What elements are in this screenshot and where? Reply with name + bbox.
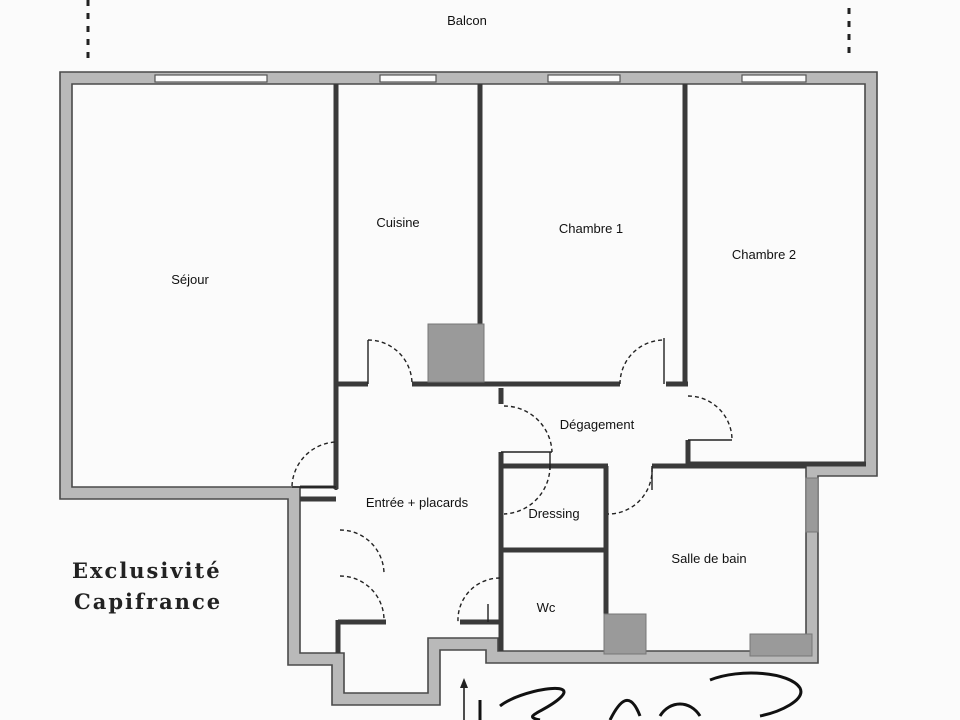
label-entree: Entrée + placards bbox=[366, 495, 469, 510]
bathroom-fixture bbox=[603, 613, 647, 655]
label-degagement: Dégagement bbox=[560, 417, 635, 432]
label-chambre1: Chambre 1 bbox=[559, 221, 623, 236]
door-chambre2 bbox=[687, 395, 733, 441]
entrance-arrow-icon bbox=[460, 678, 468, 720]
door-chambre1 bbox=[619, 339, 665, 385]
window bbox=[154, 74, 268, 83]
window bbox=[379, 74, 437, 83]
side-post bbox=[805, 477, 819, 533]
door-salle-de-bain bbox=[607, 467, 653, 515]
window bbox=[547, 74, 621, 83]
door-dressing bbox=[503, 465, 551, 515]
window bbox=[741, 74, 807, 83]
promo-line-1: Exclusivité bbox=[72, 558, 222, 583]
label-dressing: Dressing bbox=[528, 506, 579, 521]
promo-line-2: Capifrance bbox=[74, 589, 222, 614]
label-wc: Wc bbox=[537, 600, 556, 615]
kitchen-duct bbox=[427, 323, 485, 383]
label-sejour: Séjour bbox=[171, 272, 209, 287]
door-placard bbox=[339, 529, 385, 575]
doors bbox=[291, 338, 733, 623]
label-salle-de-bain: Salle de bain bbox=[671, 551, 746, 566]
signature bbox=[478, 671, 803, 720]
door-entrance bbox=[457, 577, 501, 623]
door-cuisine bbox=[367, 339, 413, 385]
interior-walls bbox=[300, 84, 866, 653]
door-placard-2 bbox=[339, 575, 385, 621]
door-degagement bbox=[503, 405, 553, 453]
label-cuisine: Cuisine bbox=[376, 215, 419, 230]
door-sejour bbox=[291, 441, 337, 487]
bathroom-tub bbox=[749, 633, 813, 657]
label-balcon: Balcon bbox=[447, 13, 487, 28]
label-chambre2: Chambre 2 bbox=[732, 247, 796, 262]
